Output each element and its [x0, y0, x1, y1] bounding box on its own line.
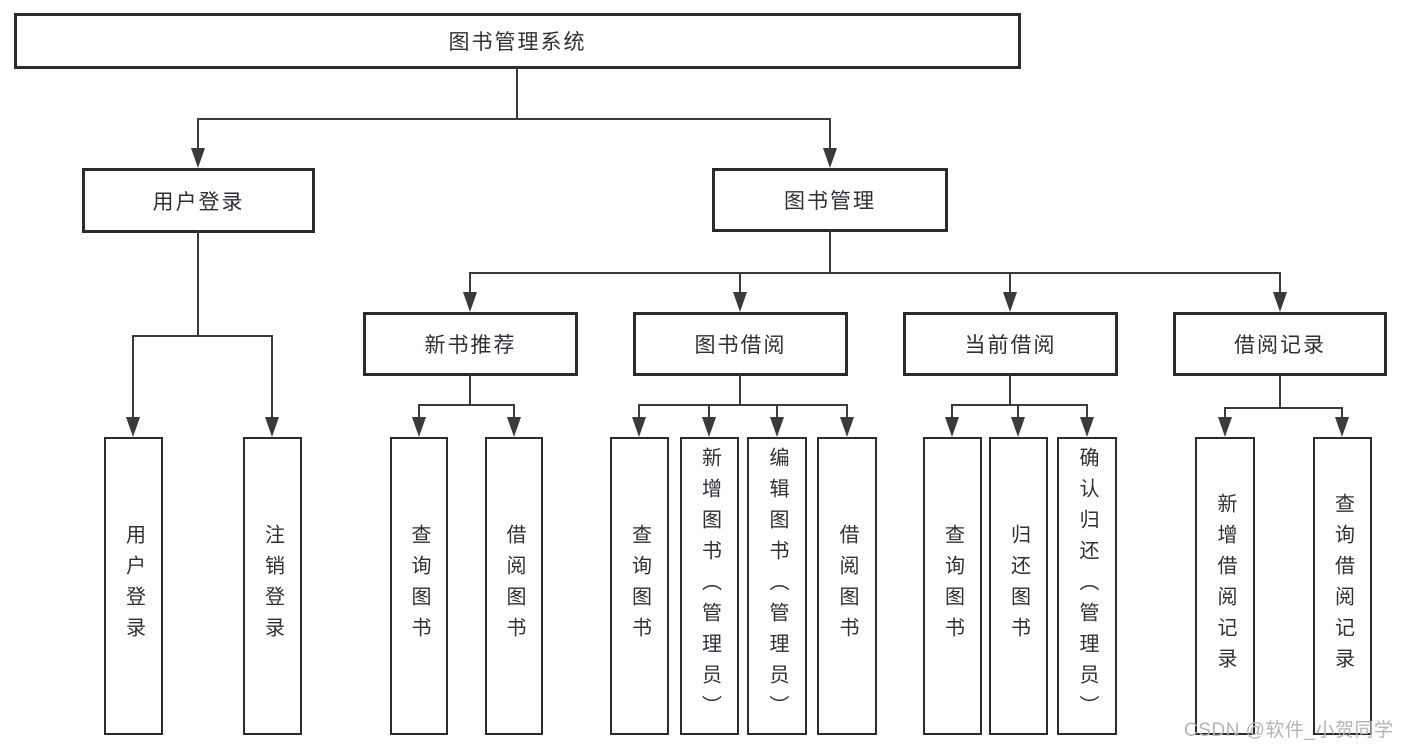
arrow-down-icon	[770, 417, 784, 437]
connector-drop-leaf	[1224, 407, 1226, 419]
arrow-down-icon	[126, 417, 140, 437]
node-borrow-records-label: 借阅记录	[1234, 334, 1326, 357]
arrow-down-icon	[507, 417, 521, 437]
leaf-return-books-label: 归还图书	[1007, 524, 1030, 648]
leaf-user-login: 用户登录	[104, 437, 163, 735]
arrow-down-icon	[463, 292, 477, 312]
leaf-edit-book-admin: 编辑图书（管理员）	[747, 437, 807, 735]
leaf-add-book-admin-label: 新增图书（管理员）	[698, 446, 721, 726]
node-new-book-recommend: 新书推荐	[363, 312, 578, 376]
connector-drop-leaf	[708, 404, 710, 419]
node-root-label: 图书管理系统	[448, 31, 587, 54]
connector-user-login-split	[132, 335, 273, 337]
leaf-search-books-borrow: 查询图书	[610, 437, 669, 735]
node-book-borrow-label: 图书借阅	[694, 334, 787, 357]
arrow-down-icon	[1273, 292, 1287, 312]
arrow-down-icon	[1335, 417, 1349, 437]
connector-drop-leaf	[271, 335, 273, 419]
node-book-management: 图书管理	[712, 168, 948, 232]
connector-new-book-stem	[469, 374, 471, 406]
connector-drop-leaf	[638, 404, 640, 419]
connector-drop-new-book	[469, 272, 471, 294]
node-book-borrow: 图书借阅	[633, 312, 848, 376]
arrow-down-icon	[945, 417, 959, 437]
connector-drop-leaf	[132, 335, 134, 419]
leaf-borrow-books-recommend-label: 借阅图书	[503, 524, 525, 648]
connector-user-login-stem	[197, 230, 199, 337]
leaf-search-books-recommend: 查询图书	[390, 437, 448, 735]
connector-borrow-records-split	[1224, 407, 1343, 409]
connector-book-management-stem	[829, 230, 831, 274]
leaf-search-borrow-record: 查询借阅记录	[1313, 437, 1372, 735]
leaf-search-books-current-label: 查询图书	[941, 524, 964, 648]
leaf-borrow-books-recommend: 借阅图书	[485, 437, 543, 735]
connector-root-split	[197, 118, 831, 120]
leaf-search-books-current: 查询图书	[923, 437, 982, 735]
leaf-add-borrow-record: 新增借阅记录	[1195, 437, 1255, 735]
connector-level2-split	[469, 272, 1281, 274]
arrow-down-icon	[265, 417, 279, 437]
node-current-borrow-label: 当前借阅	[964, 334, 1057, 357]
leaf-confirm-return-admin: 确认归还（管理员）	[1057, 437, 1117, 735]
connector-root-stem	[516, 68, 518, 120]
leaf-return-books: 归还图书	[989, 437, 1048, 735]
connector-drop-leaf	[418, 404, 420, 419]
leaf-logout-label: 注销登录	[261, 524, 284, 648]
connector-drop-leaf	[951, 404, 953, 419]
connector-current-borrow-split	[951, 404, 1088, 406]
connector-drop-leaf	[1341, 407, 1343, 419]
connector-drop-book-management	[829, 118, 831, 150]
arrow-down-icon	[412, 417, 426, 437]
arrow-down-icon	[1011, 417, 1025, 437]
connector-drop-current-borrow	[1009, 272, 1011, 294]
arrow-down-icon	[840, 417, 854, 437]
leaf-borrow-books-label: 借阅图书	[836, 524, 858, 648]
connector-new-book-split	[418, 404, 515, 406]
connector-drop-book-borrow	[739, 272, 741, 294]
node-user-login: 用户登录	[82, 168, 315, 233]
arrow-down-icon	[702, 417, 716, 437]
node-library-management-system: 图书管理系统	[14, 13, 1021, 69]
node-borrow-records: 借阅记录	[1173, 312, 1387, 376]
connector-current-borrow-stem	[1009, 374, 1011, 406]
leaf-confirm-return-admin-label: 确认归还（管理员）	[1076, 446, 1098, 726]
arrow-down-icon	[632, 417, 646, 437]
leaf-search-borrow-record-label: 查询借阅记录	[1331, 493, 1354, 679]
node-user-login-label: 用户登录	[152, 190, 245, 214]
node-book-management-label: 图书管理	[784, 190, 876, 213]
connector-drop-leaf	[776, 404, 778, 419]
connector-drop-leaf	[1086, 404, 1088, 419]
arrow-down-icon	[733, 292, 747, 312]
arrow-down-icon	[1080, 417, 1094, 437]
leaf-logout: 注销登录	[243, 437, 302, 735]
leaf-search-books-recommend-label: 查询图书	[408, 524, 430, 648]
leaf-user-login-label: 用户登录	[122, 524, 145, 648]
leaf-search-books-borrow-label: 查询图书	[628, 524, 651, 648]
leaf-add-book-admin: 新增图书（管理员）	[680, 437, 739, 735]
connector-drop-leaf	[846, 404, 848, 419]
node-current-borrow: 当前借阅	[903, 312, 1118, 376]
connector-book-borrow-split	[638, 404, 848, 406]
csdn-watermark: CSDN @软件_小贺同学	[1184, 720, 1394, 741]
connector-drop-user-login	[197, 118, 199, 150]
connector-drop-leaf	[1017, 404, 1019, 419]
connector-drop-borrow-records	[1279, 272, 1281, 294]
leaf-borrow-books: 借阅图书	[817, 437, 877, 735]
leaf-add-borrow-record-label: 新增借阅记录	[1214, 493, 1236, 679]
arrow-down-icon	[191, 148, 205, 168]
leaf-edit-book-admin-label: 编辑图书（管理员）	[766, 446, 788, 726]
connector-drop-leaf	[513, 404, 515, 419]
arrow-down-icon	[1003, 292, 1017, 312]
arrow-down-icon	[1218, 417, 1232, 437]
arrow-down-icon	[823, 148, 837, 168]
node-new-book-recommend-label: 新书推荐	[424, 334, 517, 357]
connector-borrow-records-stem	[1279, 374, 1281, 409]
connector-book-borrow-stem	[739, 374, 741, 406]
